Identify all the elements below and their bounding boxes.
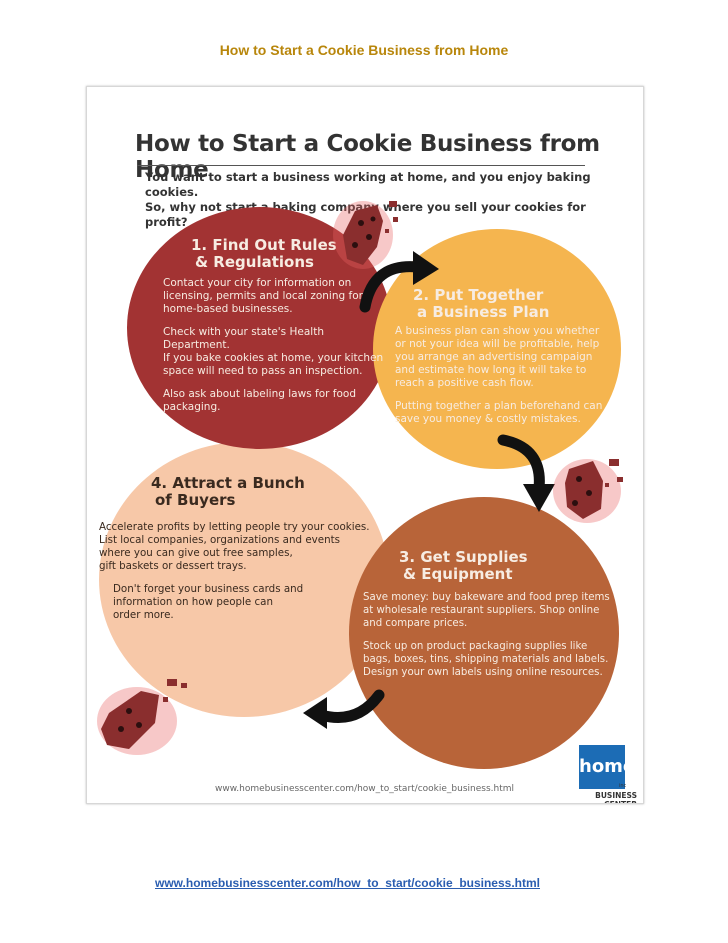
step1-body: Contact your city for information on lic… <box>163 277 393 424</box>
step1-paragraph: Check with your state's Health Departmen… <box>163 326 384 377</box>
footer-link[interactable]: www.homebusinesscenter.com/how_to_start/… <box>155 876 540 890</box>
step3-title: 3. Get Supplies & Equipment <box>399 549 528 583</box>
logo-subtitle: BUSINESS CENTER <box>595 791 637 803</box>
step2-paragraph: A business plan can show you whether or … <box>395 325 600 389</box>
logo-word: home <box>579 745 635 789</box>
cookie-icon <box>553 459 623 523</box>
step4-title: 4. Attract a Bunch of Buyers <box>151 475 305 509</box>
step4-circle <box>99 442 389 717</box>
step1-paragraph: Also ask about labeling laws for food pa… <box>163 388 356 413</box>
curved-arrow-icon <box>497 434 555 512</box>
logo-inc: inc <box>619 783 627 789</box>
step4-paragraph: Don't forget your business cards and inf… <box>113 583 304 621</box>
home-business-center-logo: home inc BUSINESS CENTER <box>575 745 637 803</box>
step3-paragraph: Save money: buy bakeware and food prep i… <box>363 592 610 629</box>
step2-title-line: 2. Put Together <box>413 286 544 304</box>
page-header: How to Start a Cookie Business from Home <box>219 42 509 58</box>
curved-arrow-icon <box>303 689 385 729</box>
source-url: www.homebusinesscenter.com/how_to_start/… <box>215 784 514 794</box>
infographic-title: How to Start a Cookie Business from Home <box>135 131 600 183</box>
step2-paragraph: Putting together a plan beforehand can s… <box>395 400 603 425</box>
cookie-icon <box>333 201 398 269</box>
step4-body: Accelerate profits by letting people try… <box>99 521 389 632</box>
step3-title-line: 3. Get Supplies <box>399 548 528 566</box>
step4-paragraph: Accelerate profits by letting people try… <box>99 521 370 572</box>
curved-arrow-icon <box>359 251 439 313</box>
step2-title-line: a Business Plan <box>417 303 550 321</box>
step3-circle <box>349 497 619 769</box>
step3-body: Save money: buy bakeware and food prep i… <box>363 591 625 689</box>
step3-paragraph: Stock up on product packaging supplies l… <box>363 641 609 678</box>
intro-text: You want to start a business working at … <box>145 170 615 230</box>
step4-title-line: of Buyers <box>155 491 236 509</box>
step4-title-line: 4. Attract a Bunch <box>151 474 305 492</box>
title-divider <box>137 165 585 166</box>
step2-title: 2. Put Together a Business Plan <box>413 287 549 321</box>
infographic: How to Start a Cookie Business from Home… <box>86 86 644 804</box>
cookie-icon <box>97 679 187 755</box>
step1-paragraph: Contact your city for information on lic… <box>163 277 363 315</box>
step1-title-line: 1. Find Out Rules <box>191 236 337 254</box>
step2-body: A business plan can show you whether or … <box>395 325 625 436</box>
step1-title-line: & Regulations <box>195 253 314 271</box>
step3-title-line: & Equipment <box>403 565 513 583</box>
intro-line: You want to start a business working at … <box>145 170 591 199</box>
step1-title: 1. Find Out Rules & Regulations <box>191 237 337 271</box>
